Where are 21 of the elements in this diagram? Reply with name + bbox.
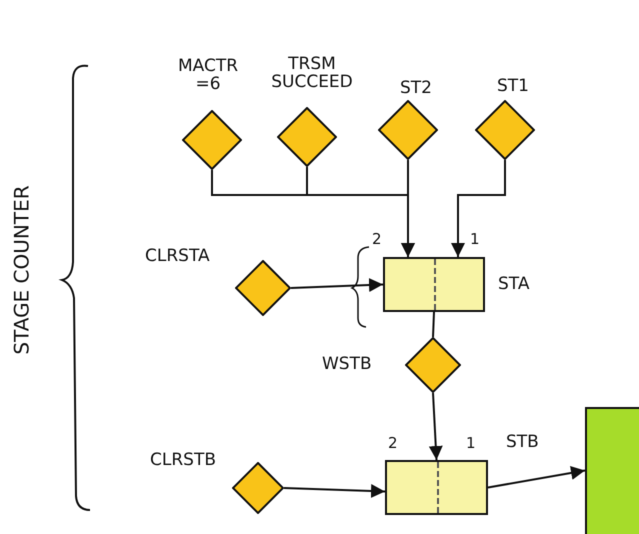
arrow [451, 160, 506, 257]
input-number: 1 [470, 232, 480, 248]
arrow [401, 160, 415, 257]
arrow [290, 278, 384, 292]
input-number: 2 [388, 436, 398, 452]
input-number: 2 [372, 232, 382, 248]
arrow [284, 484, 386, 498]
signal-label: CLRSTA [145, 248, 211, 266]
arrow [488, 466, 586, 488]
signal-label: TRSM SUCCEED [270, 56, 354, 92]
register-block [585, 407, 639, 534]
input-number: 1 [466, 436, 476, 452]
signal-label: CLRSTB [150, 452, 217, 470]
group-label: STAGE COUNTER [12, 185, 32, 355]
signal-label: STB [506, 434, 540, 452]
signal-label: MACTR =6 [176, 58, 240, 94]
arrow [428, 392, 443, 460]
signal-label: ST1 [496, 78, 530, 96]
signal-label: WSTB [322, 356, 373, 374]
signal-label: STA [498, 276, 530, 294]
signal-label: ST2 [399, 80, 433, 98]
